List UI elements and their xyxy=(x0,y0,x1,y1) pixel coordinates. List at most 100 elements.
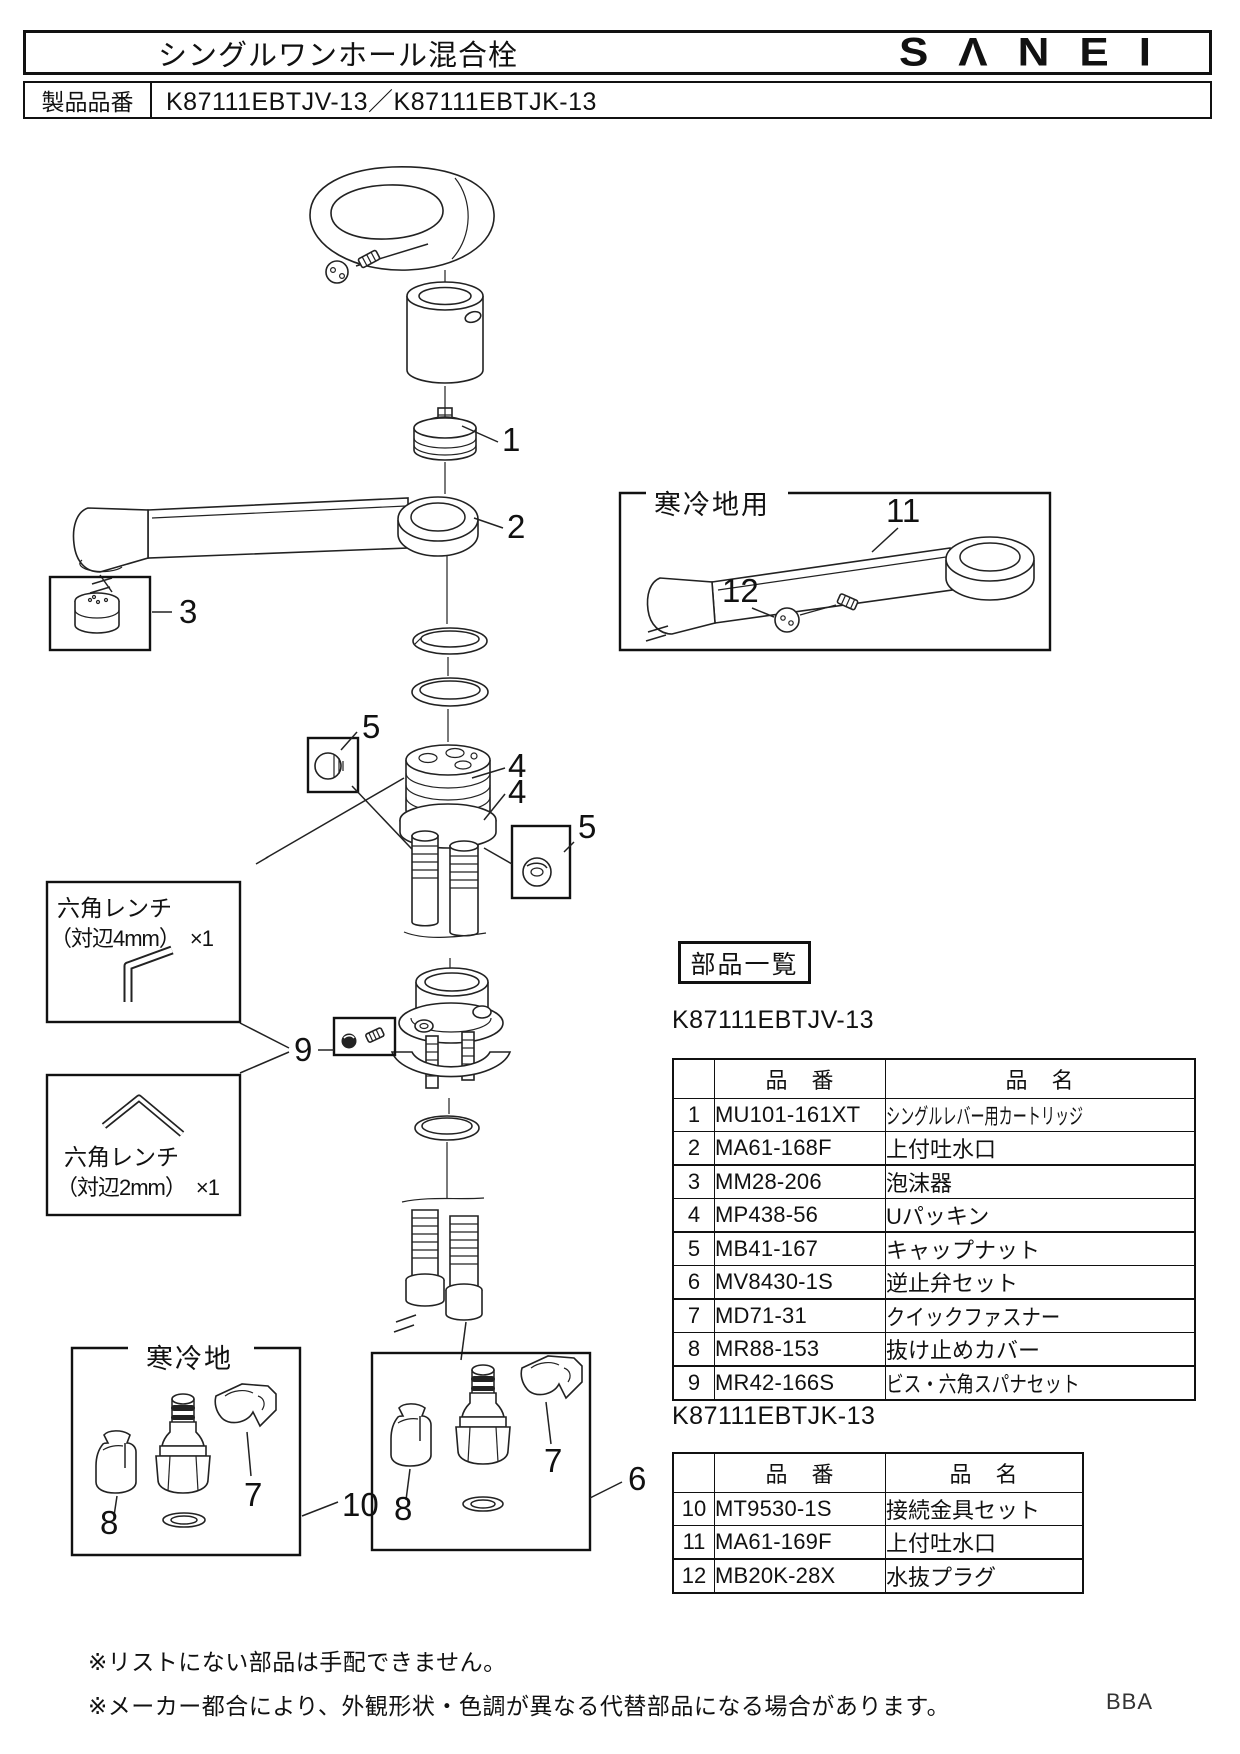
callout-3: 3 xyxy=(179,593,197,630)
product-numbers: K87111EBTJV-13／K87111EBTJK-13 xyxy=(166,88,597,116)
retainer-cover-left xyxy=(95,1430,137,1494)
model-1-label: K87111EBTJV-13 xyxy=(672,1006,875,1034)
callout-12: 12 xyxy=(722,572,759,609)
callout-1: 1 xyxy=(502,421,520,458)
parts-row: 1 MU101-161XT シングルレバー用カートリッジ xyxy=(672,1098,1196,1132)
callout-11: 11 xyxy=(886,492,920,529)
part-name: 接続金具セット xyxy=(885,1492,1084,1526)
callout-8-right: 8 xyxy=(394,1490,412,1527)
quick-fastener-right xyxy=(520,1355,583,1399)
supply-hoses-upper xyxy=(403,830,487,938)
valve-body xyxy=(399,744,506,849)
parts-row: 2 MA61-168F 上付吐水口 xyxy=(672,1131,1196,1166)
check-valve-right xyxy=(455,1364,511,1465)
part-name: 上付吐水口 xyxy=(885,1131,1196,1166)
part-no: 9 xyxy=(672,1365,715,1401)
part-no: 4 xyxy=(672,1198,715,1233)
check-valve-set-box xyxy=(370,1351,592,1552)
aerator-box xyxy=(48,575,172,652)
part-name: 抜け止めカバー xyxy=(885,1332,1196,1367)
callout-7-right: 7 xyxy=(544,1442,562,1479)
sanei-logo: SΛNEI xyxy=(898,30,1181,75)
parts-row: 4 MP438-56 Uパッキン xyxy=(672,1198,1196,1233)
hex-wrench-2mm-label: 六角レンチ xyxy=(64,1144,179,1170)
cold-region-spout-box: 寒冷地用 xyxy=(618,490,1052,652)
hex-wrench-4mm-box: 六角レンチ （対辺4mm） ×1 xyxy=(45,880,242,1024)
col-code-header: 品 番 xyxy=(714,1452,886,1493)
parts-table-2: 品 番 品 名 10 MT9530-1S 接続金具セット 11 MA61-169… xyxy=(672,1452,1084,1594)
table-header-row: 品 番 品 名 xyxy=(672,1058,1196,1099)
hex-wrench-4mm-qty: （対辺4mm） ×1 xyxy=(50,926,214,951)
hex-pin-line xyxy=(255,777,405,865)
col-no-header xyxy=(672,1452,715,1493)
title-bar: シングルワンホール混合栓 SΛNEI xyxy=(23,30,1212,75)
parts-list-title: 部品一覧 xyxy=(678,941,811,984)
part-no: 11 xyxy=(672,1525,715,1560)
part-code: MB41-167 xyxy=(714,1231,886,1266)
callout-6: 6 xyxy=(628,1460,646,1497)
hex-wrench-2mm-qty: （対辺2mm） ×1 xyxy=(56,1175,220,1200)
cold-region-label: 寒冷地 xyxy=(146,1344,233,1374)
part-name: 上付吐水口 xyxy=(885,1525,1084,1560)
callout-10: 10 xyxy=(342,1486,379,1523)
part-code: MU101-161XT xyxy=(714,1098,886,1132)
part-name: Uパッキン xyxy=(885,1198,1196,1233)
footer-note-2: ※メーカー都合により、外観形状・色調が異なる代替部品になる場合があります。 xyxy=(88,1693,951,1719)
cartridge xyxy=(413,407,499,461)
parts-table-1: 品 番 品 名 1 MU101-161XT シングルレバー用カートリッジ 2 M… xyxy=(672,1058,1197,1401)
parts-row: 9 MR42-166S ビス・六角スパナセット xyxy=(672,1365,1196,1401)
lever-handle xyxy=(309,166,495,271)
part-code: MP438-56 xyxy=(714,1198,886,1233)
page-code: BBA xyxy=(1106,1689,1154,1714)
col-code-header: 品 番 xyxy=(714,1058,886,1099)
part-no: 2 xyxy=(672,1131,715,1166)
callout-5-capnut: 5 xyxy=(578,808,596,845)
part-name: 逆止弁セット xyxy=(885,1265,1196,1300)
col-no-header xyxy=(672,1058,715,1099)
cold-region-use-label: 寒冷地用 xyxy=(654,490,770,520)
part-name: 泡沫器 xyxy=(885,1164,1196,1199)
model-2-label: K87111EBTJK-13 xyxy=(672,1402,876,1430)
part-code: MT9530-1S xyxy=(714,1492,886,1526)
part-code: MV8430-1S xyxy=(714,1265,886,1300)
handle-cover xyxy=(406,281,484,384)
parts-row: 5 MB41-167 キャップナット xyxy=(672,1231,1196,1266)
parts-row: 10 MT9530-1S 接続金具セット xyxy=(672,1492,1084,1526)
part-no: 12 xyxy=(672,1558,715,1594)
clamp-bracket xyxy=(390,1051,512,1078)
part-code: MB20K-28X xyxy=(714,1558,886,1594)
handle-set-screw xyxy=(325,243,429,284)
part-name: キャップナット xyxy=(885,1231,1196,1266)
part-code: MA61-168F xyxy=(714,1131,886,1166)
parts-row: 7 MD71-31 クイックファスナー xyxy=(672,1298,1196,1333)
part-no: 1 xyxy=(672,1098,715,1132)
part-no: 10 xyxy=(672,1492,715,1526)
retainer-cover-right xyxy=(390,1403,432,1467)
exploded-diagram: 1 2 3 xyxy=(45,166,1052,1557)
part-no: 3 xyxy=(672,1164,715,1199)
footer-note-1: ※リストにない部品は手配できません。 xyxy=(88,1649,507,1675)
part-name: クイックファスナー xyxy=(885,1298,1196,1333)
callout-2: 2 xyxy=(507,508,525,545)
parts-row: 6 MV8430-1S 逆止弁セット xyxy=(672,1265,1196,1300)
callout-5-plug: 5 xyxy=(362,708,380,745)
part-code: MD71-31 xyxy=(714,1298,886,1333)
spout xyxy=(72,496,504,594)
table-header-row: 品 番 品 名 xyxy=(672,1452,1084,1493)
base-gasket xyxy=(414,1115,480,1141)
parts-row: 12 MB20K-28X 水抜プラグ xyxy=(672,1558,1084,1594)
o-ring-upper xyxy=(412,627,488,655)
parts-row: 3 MM28-206 泡沫器 xyxy=(672,1164,1196,1199)
mounting-flange xyxy=(390,967,512,1089)
product-number-bar: 製品品番 K87111EBTJV-13／K87111EBTJK-13 xyxy=(23,81,1212,119)
part-code: MM28-206 xyxy=(714,1164,886,1199)
check-valve-left xyxy=(155,1393,211,1494)
callout-4-upper: 4 xyxy=(508,747,526,784)
page-title: シングルワンホール混合栓 xyxy=(158,39,519,72)
part-name: シングルレバー用カートリッジ xyxy=(885,1098,1196,1132)
parts-row: 8 MR88-153 抜け止めカバー xyxy=(672,1332,1196,1367)
parts-row: 11 MA61-169F 上付吐水口 xyxy=(672,1525,1084,1560)
part-code: MR88-153 xyxy=(714,1332,886,1367)
product-number-label: 製品品番 xyxy=(25,83,152,117)
